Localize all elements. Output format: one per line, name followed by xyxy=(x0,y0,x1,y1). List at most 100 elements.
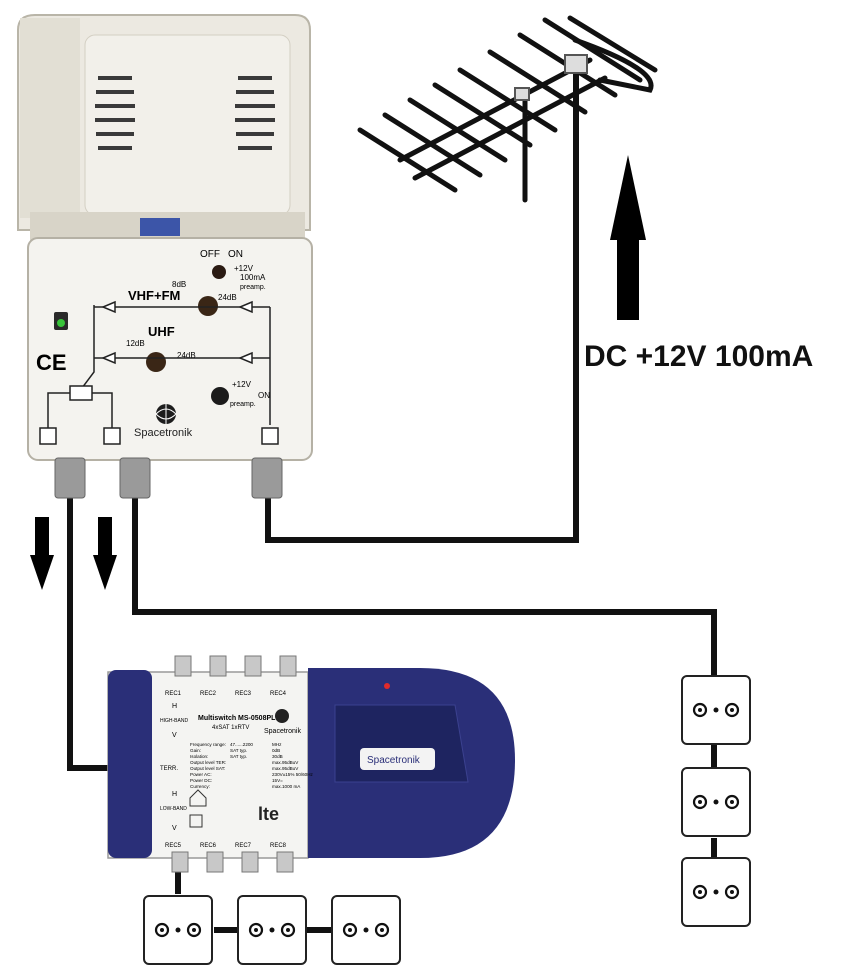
spec-cell: 0dB xyxy=(272,748,280,753)
uhf-gain-knob[interactable] xyxy=(146,352,166,372)
port-icons xyxy=(39,427,279,445)
spec-cell: Frequency range: xyxy=(190,742,226,747)
input-h-low: H xyxy=(172,791,177,798)
rec-bottom-6: REC6 xyxy=(200,843,217,849)
wall-outlet xyxy=(143,895,213,965)
top-connectors xyxy=(174,655,297,677)
wall-outlets xyxy=(143,675,751,965)
dc-up-arrow xyxy=(610,155,646,320)
spec-cell: 230V±15% 50/60Hz xyxy=(272,772,314,777)
socket-icon xyxy=(374,922,390,938)
input-v-high: V xyxy=(172,732,177,739)
vhf-label: VHF+FM xyxy=(128,288,180,303)
switch-off-label: OFF xyxy=(200,249,220,260)
wall-outlet xyxy=(681,767,751,837)
spec-cell: Power DC: xyxy=(190,778,212,783)
yagi-antenna xyxy=(357,15,658,203)
socket-icon xyxy=(154,922,170,938)
f-connectors xyxy=(54,457,283,499)
vhf-min-label: 8dB xyxy=(172,280,186,289)
spec-cell: 15V= xyxy=(272,778,283,783)
f-connector-out-2[interactable] xyxy=(119,457,151,499)
spacetronik-globe-icon xyxy=(155,404,177,424)
f-connector-in[interactable] xyxy=(251,457,283,499)
ms-globe-icon xyxy=(275,709,289,723)
spec-cell: Output level TER: xyxy=(190,760,226,765)
spec-cell: 30dB xyxy=(272,754,283,759)
model-badge xyxy=(360,748,435,770)
cables xyxy=(67,65,717,933)
outlet-chain-cable xyxy=(132,495,717,676)
spec-cell: Currency: xyxy=(190,784,210,789)
power-switch[interactable] xyxy=(212,265,226,279)
spec-cell: Isolation: xyxy=(190,754,208,759)
preamp-switch[interactable] xyxy=(211,387,229,405)
uhf-min-label: 12dB xyxy=(126,339,145,348)
socket-icon xyxy=(692,702,708,718)
band-low: LOW-BAND xyxy=(160,806,187,812)
spec-cell: Output level SAT: xyxy=(190,766,225,771)
power-label-bottom: +12V xyxy=(232,380,252,389)
socket-icon xyxy=(692,794,708,810)
socket-icon xyxy=(342,922,358,938)
multiswitch-cable xyxy=(67,495,110,771)
socket-icon xyxy=(186,922,202,938)
spec-cell: SAT typ. xyxy=(230,754,247,759)
rec-top-4: REC4 xyxy=(270,691,287,697)
spec-cell: Power AC: xyxy=(190,772,212,777)
block-diagram xyxy=(47,300,271,428)
input-h-high: H xyxy=(172,703,177,710)
on-label-bottom: ON xyxy=(258,391,270,400)
rec-top-2: REC2 xyxy=(200,691,217,697)
multiswitch: Spacetronik REC1 REC2 REC3 REC4 H HIGH-B… xyxy=(107,655,515,873)
preamp-label-bottom: preamp. xyxy=(230,401,256,408)
ce-mark: CE xyxy=(36,350,67,375)
vent-right xyxy=(235,76,275,150)
input-v-low: V xyxy=(172,825,177,832)
socket-icon xyxy=(248,922,264,938)
wall-outlet xyxy=(681,675,751,745)
spec-cell: MHz xyxy=(272,742,282,747)
ms-subtitle: 4xSAT 1xRTV xyxy=(212,725,249,731)
multiswitch-led xyxy=(384,683,390,689)
f-connector-out-1[interactable] xyxy=(54,457,86,499)
socket-icon xyxy=(692,884,708,900)
spec-cell: max.1000 mA xyxy=(272,784,301,789)
socket-icon xyxy=(280,922,296,938)
rec-bottom-5: REC5 xyxy=(165,843,182,849)
uhf-label: UHF xyxy=(148,324,175,339)
down-arrow-right xyxy=(93,517,117,590)
power-label-top: +12V xyxy=(234,264,254,273)
input-terr: TERR. xyxy=(160,766,178,772)
rec-top-3: REC3 xyxy=(235,691,252,697)
amp-brand: Spacetronik xyxy=(134,427,193,439)
rec-bottom-7: REC7 xyxy=(235,843,252,849)
vhf-gain-knob[interactable] xyxy=(198,296,218,316)
ms-model: Multiswitch MS-0508PL xyxy=(198,715,276,722)
wall-outlet xyxy=(681,857,751,927)
spec-cell: max.95dBuV xyxy=(272,760,299,765)
band-high: HIGH-BAND xyxy=(160,718,188,724)
cert-icons xyxy=(189,789,207,828)
down-arrow-left xyxy=(30,517,54,590)
spec-cell: 47......2200 xyxy=(230,742,253,747)
spec-cell: Gain: xyxy=(190,748,201,753)
bottom-connectors xyxy=(171,851,294,873)
mast-amplifier: OFF ON +12V 100mA preamp. VHF+FM 8dB 24d… xyxy=(17,14,313,499)
wall-outlet xyxy=(331,895,401,965)
socket-icon xyxy=(724,794,740,810)
vent-left xyxy=(95,76,135,150)
spec-cell: SAT typ. xyxy=(230,748,247,753)
uhf-max-label: 24dB xyxy=(177,351,196,360)
preamp-label: preamp. xyxy=(240,284,266,291)
antenna-cable xyxy=(265,65,579,543)
ms-brand: Spacetronik xyxy=(264,728,301,735)
socket-icon xyxy=(724,884,740,900)
lte-logo: lte xyxy=(258,804,279,824)
vhf-max-label: 24dB xyxy=(218,293,237,302)
current-label: 100mA xyxy=(240,273,266,282)
ms-badge-text: Spacetronik xyxy=(367,755,421,766)
rec-top-1: REC1 xyxy=(165,691,182,697)
